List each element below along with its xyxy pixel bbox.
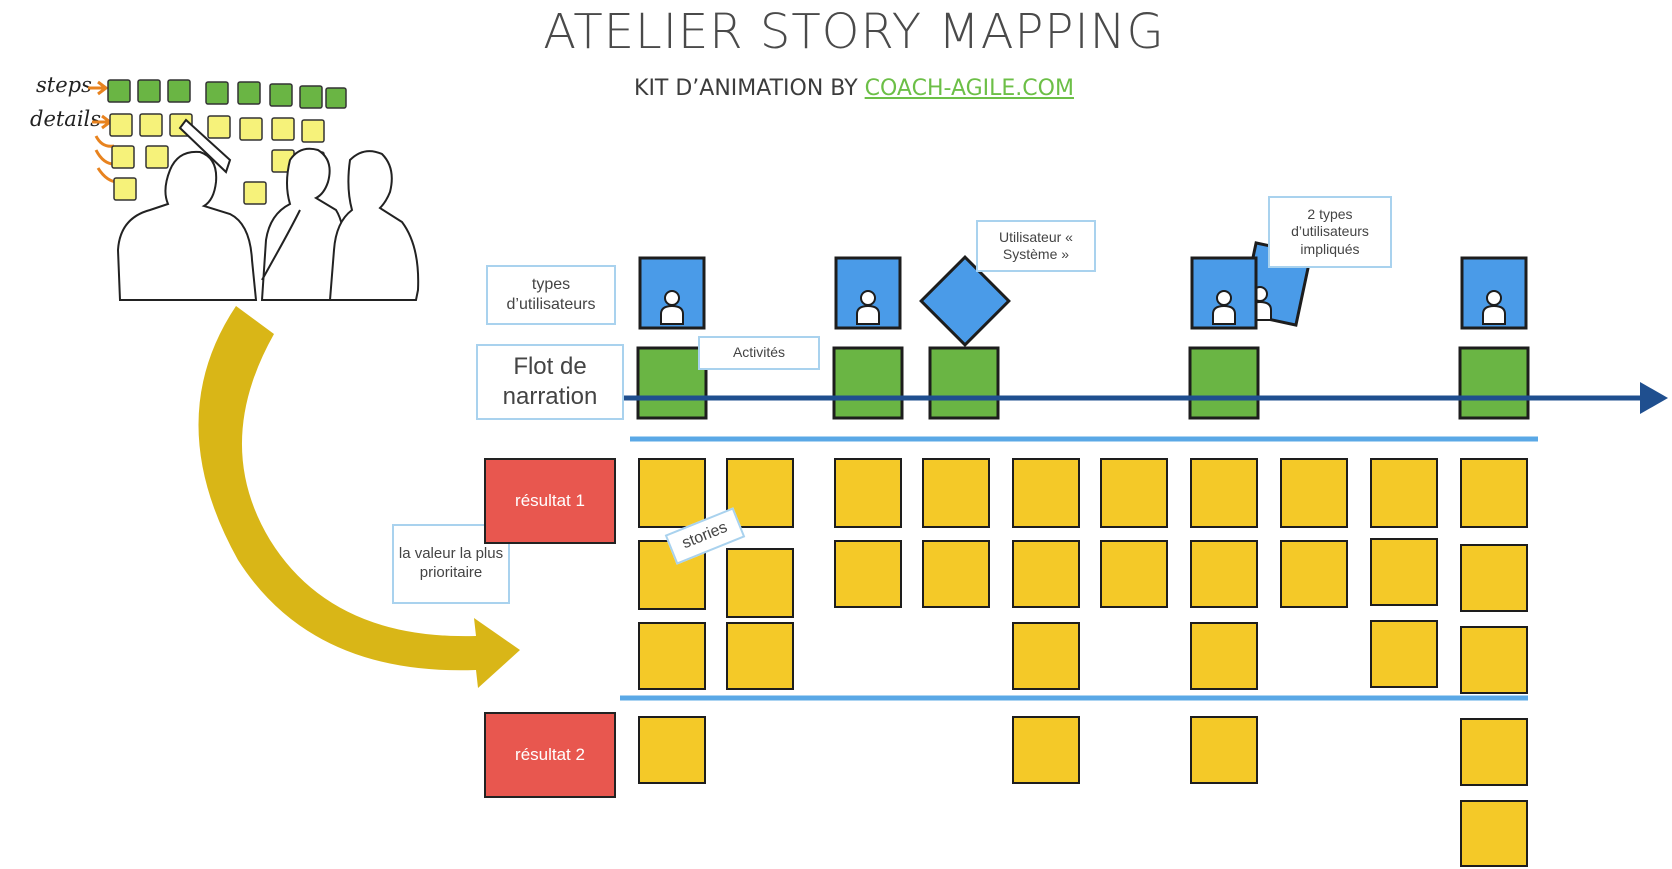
- curved-arrow: [198, 306, 520, 688]
- subtitle-prefix: KIT D’ANIMATION BY: [634, 76, 865, 101]
- sketch-detail-card: [301, 119, 325, 143]
- story-card: [922, 458, 990, 528]
- sketch-steps-label: steps: [36, 73, 92, 97]
- label-activities: Activités: [698, 336, 820, 370]
- sketch-step-card: [137, 79, 161, 103]
- sketch-detail-card: [207, 115, 231, 139]
- story-card: [1012, 458, 1080, 528]
- label-system-user: Utilisateur « Système »: [976, 220, 1096, 272]
- sketch-detail-card: [271, 117, 295, 141]
- story-card: [1280, 540, 1348, 608]
- story-card: [726, 622, 794, 690]
- story-card: [1460, 800, 1528, 867]
- label-two-user-types: 2 types d’utilisateurs impliqués: [1268, 196, 1392, 268]
- story-card: [638, 716, 706, 784]
- user-cards: [638, 241, 1528, 347]
- story-card: [1460, 458, 1528, 528]
- sketch-detail-card: [111, 145, 135, 169]
- sketch-detail-card: [139, 113, 163, 137]
- page-title: ATELIER STORY MAPPING: [543, 4, 1165, 60]
- sketch-people: [116, 118, 420, 301]
- sketch-detail-card: [243, 181, 267, 205]
- story-card: [726, 548, 794, 618]
- story-card: [1370, 458, 1438, 528]
- story-card: [1012, 622, 1080, 690]
- story-card: [922, 540, 990, 608]
- label-user-types: types d’utilisateurs: [486, 265, 616, 325]
- story-card: [638, 622, 706, 690]
- story-card: [1012, 540, 1080, 608]
- story-card: [1460, 718, 1528, 786]
- label-narrative-flow: Flot de narration: [476, 344, 624, 420]
- story-card: [1100, 540, 1168, 608]
- sketch-step-card: [205, 81, 229, 105]
- sketch-step-card: [237, 81, 261, 105]
- story-card: [1460, 544, 1528, 612]
- activity-card: [928, 346, 1000, 420]
- activity-cards: [636, 346, 1530, 420]
- workshop-sketch: steps details: [30, 73, 420, 301]
- story-card: [638, 458, 706, 528]
- result-2-card: résultat 2: [484, 712, 616, 798]
- story-card: [1190, 716, 1258, 784]
- sketch-step-card: [107, 79, 131, 103]
- story-card: [1460, 626, 1528, 694]
- label-top-priority-value: la valeur la plus prioritaire: [392, 524, 510, 604]
- sketch-arrow-3: [94, 135, 115, 148]
- sketch-step-card: [325, 87, 347, 109]
- sketch-steps-arrow: [88, 80, 109, 96]
- story-card: [1012, 716, 1080, 784]
- sketch-detail-card: [113, 177, 137, 201]
- result-1-card: résultat 1: [484, 458, 616, 544]
- sketch-detail-card: [145, 145, 169, 169]
- activity-card: [832, 346, 904, 420]
- activity-card: [1458, 346, 1530, 420]
- activity-card: [1188, 346, 1260, 420]
- story-card: [1280, 458, 1348, 528]
- story-card: [1190, 458, 1258, 528]
- story-card: [1100, 458, 1168, 528]
- activity-card: [636, 346, 708, 420]
- sketch-step-card: [299, 85, 323, 109]
- story-card: [1370, 620, 1438, 688]
- system-user-card: [919, 255, 1011, 347]
- sketch-detail-card: [239, 117, 263, 141]
- sketch-details-label: details: [30, 107, 101, 131]
- sketch-step-card: [269, 83, 293, 107]
- story-card: [1190, 622, 1258, 690]
- story-card: [1370, 538, 1438, 606]
- sketch-step-card: [167, 79, 191, 103]
- page-subtitle: KIT D’ANIMATION BY COACH-AGILE.COM: [0, 76, 1672, 101]
- story-card: [834, 540, 902, 608]
- coach-agile-link[interactable]: COACH-AGILE.COM: [864, 76, 1074, 101]
- story-card: [1190, 540, 1258, 608]
- story-card: [834, 458, 902, 528]
- sketch-detail-card: [109, 113, 133, 137]
